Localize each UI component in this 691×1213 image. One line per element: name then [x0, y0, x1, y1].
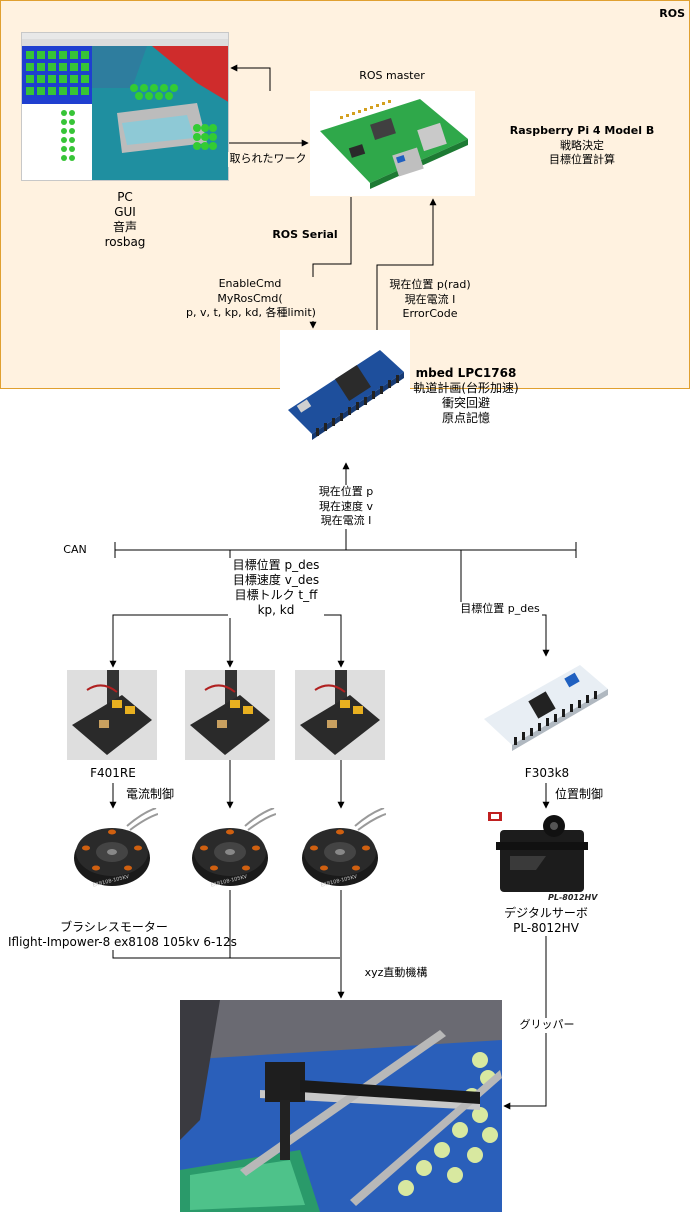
brushless-motor-image-2: EX8108-105KV [190, 808, 276, 890]
down-commands-label: EnableCmd MyRosCmd( p, v, t, kp, kd, 各種l… [186, 277, 316, 321]
motor-driver-board-image-3 [295, 670, 385, 760]
mbed-title: mbed LPC1768 [415, 366, 517, 380]
edge-bus-to-driver-3 [230, 614, 345, 668]
servo-target-label: 目標位置 p_des [458, 602, 542, 617]
pc-label-line-3: 音声 [112, 220, 137, 234]
raspi-title: Raspberry Pi 4 Model B [509, 124, 655, 137]
raspi-line-2: 目標位置計算 [549, 153, 615, 166]
raspberry-pi-image [310, 91, 475, 196]
gripper-label: グリッパー [517, 1018, 577, 1033]
f401re-label: F401RE [90, 766, 136, 780]
up-status-line-2: 現在電流 I [404, 292, 456, 306]
pc-label-line-1: PC [117, 190, 133, 204]
mbed-line-3: 原点記憶 [441, 411, 490, 425]
xyz-gantry-photo [180, 1000, 502, 1212]
can-target-line-1: 目標位置 p_des [232, 558, 320, 572]
mbed-label: mbed LPC1768 軌道計画(台形加速) 衝突回避 原点記憶 [408, 366, 524, 426]
up-status-label: 現在位置 p(rad) 現在電流 I ErrorCode [387, 278, 473, 322]
current-control-label: 電流制御 [125, 787, 174, 801]
f303k8-label: F303k8 [524, 766, 570, 780]
xyz-mechanism-label: xyz直動機構 [364, 966, 428, 979]
motor-driver-board-image-1 [67, 670, 157, 760]
brushless-motor-line-1: ブラシレスモーター [60, 920, 168, 934]
pc-label-line-2: GUI [114, 205, 136, 219]
edge-raspi-to-mbed [309, 197, 352, 329]
can-target-line-2: 目標速度 v_des [232, 573, 320, 587]
pc-label: PC GUI 音声 rosbag [95, 190, 155, 250]
mbed-feedback-line-1: 現在位置 p [318, 485, 374, 498]
up-status-line-3: ErrorCode [402, 307, 458, 320]
brushless-motor-line-2: Iflight-Impower-8 ex8108 105kv 6-12s [8, 935, 237, 949]
edge-servo-to-xyz [503, 936, 547, 1110]
mbed-feedback-line-3: 現在電流 I [320, 514, 372, 527]
digital-servo-image: PL-8012HV [486, 808, 608, 904]
down-cmd-line-1: EnableCmd [218, 277, 282, 290]
ros-master-label: ROS master [359, 69, 425, 82]
mbed-lpc1768-image [280, 330, 410, 455]
edge-rosmaster-to-pc [230, 64, 271, 91]
digital-servo-line-2: PL-8012HV [513, 921, 579, 935]
motor-driver-board-image-2 [185, 670, 275, 760]
digital-servo-line-1: デジタルサーボ [504, 906, 588, 920]
ros-serial-label: ROS Serial [272, 228, 338, 241]
position-control-label: 位置制御 [554, 787, 603, 801]
pc-label-line-4: rosbag [104, 235, 146, 249]
brushless-motor-image-1: EX8108-105KV [72, 808, 158, 890]
edge-mbed-to-raspi [376, 198, 437, 330]
down-cmd-line-3: p, v, t, kp, kd, 各種limit) [186, 306, 316, 319]
can-target-line-4: kp, kd [257, 603, 295, 617]
brushless-motor-image-3: EX8108-105KV [300, 808, 386, 890]
mbed-feedback-line-2: 現在速度 v [318, 499, 373, 513]
down-cmd-line-2: MyRosCmd( [217, 291, 283, 305]
ros-group-title: ROS [659, 7, 685, 20]
raspi-label: Raspberry Pi 4 Model B 戦略決定 目標位置計算 [502, 124, 662, 168]
up-status-line-1: 現在位置 p(rad) [389, 278, 471, 291]
edge-bus-to-driver-1 [109, 614, 230, 668]
brushless-motor-label: ブラシレスモーター Iflight-Impower-8 ex8108 105kv… [8, 920, 237, 950]
mbed-line-2: 衝突回避 [441, 396, 490, 410]
nucleo-f303k8-image [480, 657, 612, 757]
servo-model-print: PL-8012HV [548, 893, 598, 902]
pc-gui-screenshot [21, 32, 229, 181]
mbed-feedback-label: 現在位置 p 現在速度 v 現在電流 I [310, 485, 382, 529]
edge-motor-1-to-xyz [112, 948, 340, 959]
can-targets-label: 目標位置 p_des 目標速度 v_des 目標トルク t_ff kp, kd [228, 558, 324, 618]
can-label: CAN [63, 543, 87, 556]
digital-servo-label: デジタルサーボ PL-8012HV [496, 906, 596, 936]
captured-work-label: 取られたワーク [228, 152, 308, 167]
can-target-line-3: 目標トルク t_ff [234, 588, 318, 602]
mbed-line-1: 軌道計画(台形加速) [413, 381, 519, 395]
raspi-line-1: 戦略決定 [560, 138, 604, 152]
